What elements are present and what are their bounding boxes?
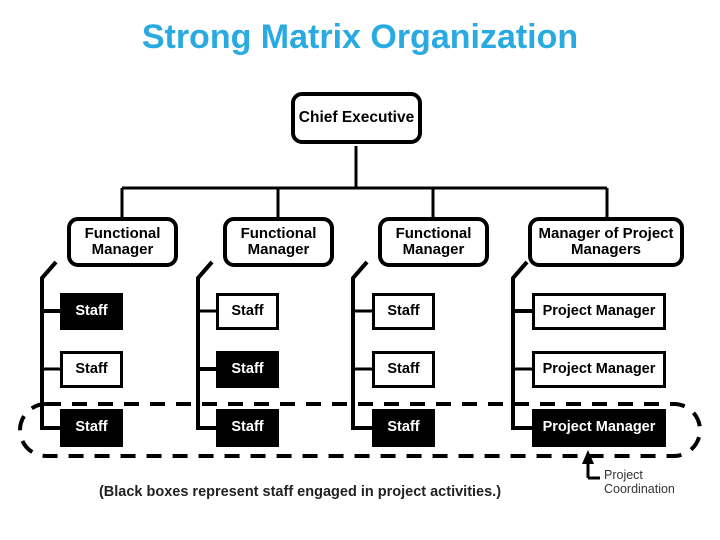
node-col3-staff-3[interactable]: Staff xyxy=(372,409,435,447)
page-title: Strong Matrix Organization xyxy=(141,18,579,56)
node-col1-staff-1[interactable]: Staff xyxy=(60,293,123,330)
legend-caption: (Black boxes represent staff engaged in … xyxy=(98,484,502,500)
node-col3-staff-2[interactable]: Staff xyxy=(372,351,435,388)
node-manager-of-project-managers[interactable]: Manager of Project Managers xyxy=(528,217,684,267)
project-coordination-label: Project Coordination xyxy=(604,468,675,497)
spine-col2 xyxy=(196,260,214,430)
node-col1-staff-3[interactable]: Staff xyxy=(60,409,123,447)
project-coordination-ellipse xyxy=(18,402,702,458)
node-functional-manager-3[interactable]: Functional Manager xyxy=(378,217,489,267)
node-functional-manager-1[interactable]: Functional Manager xyxy=(67,217,178,267)
spine-col3 xyxy=(351,260,369,430)
node-col3-staff-1[interactable]: Staff xyxy=(372,293,435,330)
spine-col1 xyxy=(40,260,58,430)
node-chief-executive[interactable]: Chief Executive xyxy=(291,92,422,144)
node-col2-staff-2[interactable]: Staff xyxy=(216,351,279,388)
node-col4-project-manager-3[interactable]: Project Manager xyxy=(532,409,666,447)
coordination-arrow-head xyxy=(582,450,594,464)
node-col2-staff-3[interactable]: Staff xyxy=(216,409,279,447)
node-functional-manager-2[interactable]: Functional Manager xyxy=(223,217,334,267)
spine-col4 xyxy=(511,260,529,430)
node-col1-staff-2[interactable]: Staff xyxy=(60,351,123,388)
node-col4-project-manager-2[interactable]: Project Manager xyxy=(532,351,666,388)
node-col4-project-manager-1[interactable]: Project Manager xyxy=(532,293,666,330)
node-col2-staff-1[interactable]: Staff xyxy=(216,293,279,330)
